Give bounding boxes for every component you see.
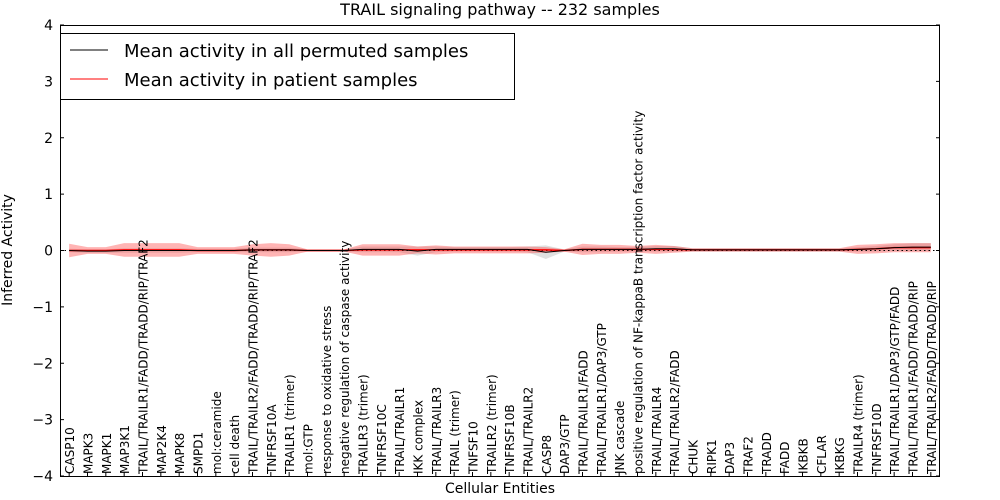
y-tick-label: −4 — [32, 469, 53, 485]
x-tick-label: IKK complex — [412, 400, 426, 474]
legend: Mean activity in all permuted samples Me… — [60, 33, 515, 100]
y-tick-label: 1 — [44, 187, 53, 203]
x-tick-label: DAP3 — [723, 442, 737, 474]
x-tick-label: MAP3K1 — [118, 425, 132, 474]
x-tick-label: TRAILR2 (trimer) — [485, 374, 499, 475]
y-tick-label: −1 — [32, 300, 53, 316]
x-tick-label: IKBKB — [797, 438, 811, 474]
x-tick-label: JNK cascade — [613, 401, 627, 475]
x-tick-label: mol:ceramide — [210, 391, 224, 474]
x-tick-label: TNFSF10 — [467, 421, 481, 475]
x-tick-label: FADD — [778, 442, 792, 475]
x-tick-label: TRAIL/TRAILR1/DAP3/GTP/FADD — [888, 287, 902, 475]
x-tick-label: TRAILR4 (trimer) — [852, 374, 866, 475]
x-tick-label: cell death — [228, 415, 242, 474]
plot-frame — [60, 25, 940, 477]
chart-title: TRAIL signaling pathway -- 232 samples — [339, 0, 660, 19]
x-tick-label: TRAIL/TRAILR2/FADD — [668, 350, 682, 475]
x-axis-label: Cellular Entities — [445, 481, 555, 497]
x-tick-label: TRAIL/TRAILR1 — [393, 387, 407, 475]
x-tick-label: negative regulation of caspase activity — [338, 241, 352, 474]
x-tick-label: TRAIL/TRAILR3 — [430, 387, 444, 475]
legend-box — [60, 33, 515, 100]
x-tick-label: TNFRSF10C — [375, 404, 389, 475]
x-tick-label: TRAILR1 (trimer) — [283, 374, 297, 475]
x-tick-label: DAP3/GTP — [558, 414, 572, 474]
x-tick-label: TNFRSF10B — [503, 404, 517, 475]
x-tick-label: TNFRSF10D — [870, 403, 884, 475]
x-tick-label: TRAIL/TRAILR1/DAP3/GTP — [595, 323, 609, 475]
y-tick-label: 3 — [44, 74, 53, 90]
x-tick-label: CHUK — [687, 439, 701, 474]
y-tick-label: −3 — [32, 413, 53, 429]
x-tick-label: SMPD1 — [192, 432, 206, 474]
x-tick-label: TRAIL/TRAILR1/FADD/TRADD/RIP/TRAF2 — [137, 239, 151, 475]
x-tick-label: TNFRSF10A — [265, 404, 279, 475]
y-axis-label: Inferred Activity — [0, 194, 16, 306]
x-tick-label: TRAIL (trimer) — [448, 390, 462, 475]
x-tick-label: TRAIL/TRAILR4 — [650, 387, 664, 475]
series-0-band — [69, 243, 931, 259]
y-tick-label: −2 — [32, 356, 53, 372]
x-tick-label: response to oxidative stress — [320, 306, 334, 474]
x-tick-label: CASP8 — [540, 435, 554, 474]
x-tick-label: mol:GTP — [302, 424, 316, 474]
x-tick-label: TRAIL/TRAILR1/FADD — [577, 350, 591, 475]
x-tick-label: MAPK1 — [100, 433, 114, 474]
x-tick-label: CFLAR — [815, 435, 829, 474]
y-tick-label: 2 — [44, 131, 53, 147]
y-tick-label: 4 — [44, 18, 53, 34]
x-tick-label: TRAIL/TRAILR2/FADD/TRADD/RIP/TRAF2 — [247, 239, 261, 475]
x-tick-label: TRADD — [760, 432, 774, 475]
x-tick-label: TRAIL/TRAILR1/FADD/TRADD/RIP — [907, 281, 921, 475]
x-tick-label: MAP2K4 — [155, 425, 169, 474]
x-tick-label: MAPK8 — [173, 433, 187, 474]
legend-label-patient: Mean activity in patient samples — [124, 70, 418, 91]
x-tick-label: TRAIL/TRAILR2 — [522, 387, 536, 475]
x-tick-label: TRAILR3 (trimer) — [357, 374, 371, 475]
legend-label-permuted: Mean activity in all permuted samples — [124, 41, 468, 62]
x-tick-label: TRAIL/TRAILR2/FADD/TRADD/RIP — [925, 281, 939, 475]
y-tick-label: 0 — [44, 244, 53, 260]
x-tick-label: RIPK1 — [705, 439, 719, 474]
x-tick-label: TRAF2 — [742, 436, 756, 475]
x-tick-label: MAPK3 — [82, 433, 96, 474]
series-0-line — [69, 246, 931, 253]
x-tick-label: positive regulation of NF-kappaB transcr… — [632, 111, 646, 474]
x-tick-label: IKBKG — [833, 437, 847, 474]
x-tick-label: CASP10 — [63, 427, 77, 474]
